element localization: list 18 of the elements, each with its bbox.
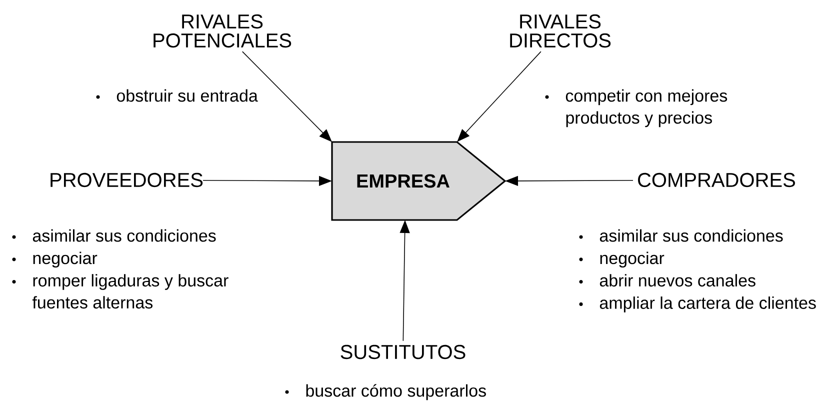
force-label: RIVALES POTENCIALES [154, 14, 292, 48]
force-label: COMPRADORES [638, 172, 795, 188]
bullet-item: ampliar la cartera de clientes [579, 296, 816, 312]
bullet-item: abrir nuevos canales [579, 274, 756, 287]
bullet-item: romper ligaduras y buscar fuentes alternas [12, 274, 228, 309]
bullet-item: buscar cómo superarlos [285, 384, 486, 400]
bullet-item: competir con mejores productos y precios [545, 89, 728, 128]
force-label: RIVALES DIRECTOS [510, 14, 611, 48]
bullet-item: asimilar sus condiciones [579, 229, 783, 242]
company-box: EMPRESA [331, 141, 506, 221]
bullet-item: negociar [12, 252, 98, 268]
force-label: PROVEEDORES [50, 172, 203, 188]
arrow [457, 51, 542, 142]
arrow [242, 51, 332, 142]
force-label: SUSTITUTOS [340, 344, 466, 360]
bullet-item: obstruir su entrada [96, 89, 258, 102]
bullet-item: asimilar sus condiciones [12, 229, 216, 242]
bullet-item: negociar [579, 252, 664, 268]
